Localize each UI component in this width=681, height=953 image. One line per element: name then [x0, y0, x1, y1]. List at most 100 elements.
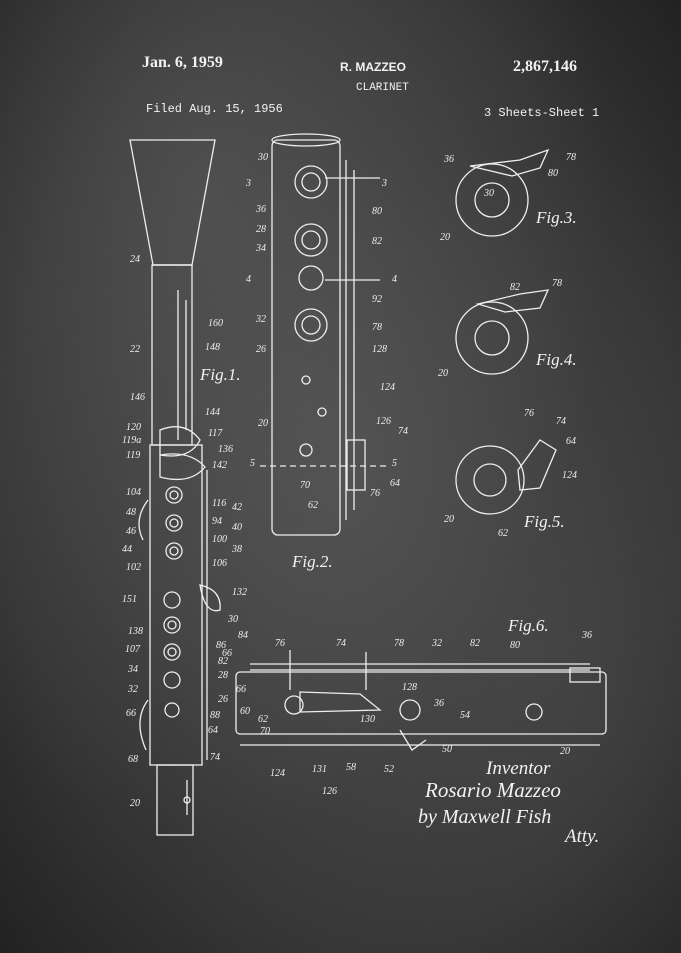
svg-text:76: 76 [524, 408, 534, 419]
svg-text:100: 100 [212, 534, 227, 545]
svg-text:74: 74 [210, 752, 220, 763]
patent-title: CLARINET [356, 82, 409, 94]
svg-text:107: 107 [125, 644, 141, 655]
attorney-abbrev: Atty. [565, 826, 600, 847]
svg-text:54: 54 [460, 710, 470, 721]
svg-text:32: 32 [431, 638, 442, 649]
svg-text:119: 119 [126, 450, 140, 461]
svg-text:5: 5 [250, 458, 255, 469]
svg-text:30: 30 [257, 152, 268, 163]
svg-text:26: 26 [218, 694, 228, 705]
svg-text:36: 36 [433, 698, 444, 709]
svg-text:132: 132 [232, 587, 247, 598]
svg-text:78: 78 [394, 638, 404, 649]
svg-text:66: 66 [126, 708, 136, 719]
svg-text:62: 62 [258, 714, 268, 725]
svg-text:82: 82 [510, 282, 520, 293]
fig4-section-drawing [455, 289, 550, 375]
svg-text:3: 3 [381, 178, 387, 189]
svg-text:5: 5 [392, 458, 397, 469]
svg-text:26: 26 [256, 344, 266, 355]
inventor-signature: Rosario Mazzeo [425, 778, 561, 802]
svg-text:58: 58 [346, 762, 356, 773]
svg-text:52: 52 [384, 764, 394, 775]
svg-text:70: 70 [300, 480, 310, 491]
svg-text:120: 120 [126, 422, 141, 433]
svg-text:66: 66 [236, 684, 246, 695]
svg-text:64: 64 [566, 436, 576, 447]
svg-text:131: 131 [312, 764, 327, 775]
svg-text:62: 62 [498, 528, 508, 539]
svg-text:78: 78 [552, 278, 562, 289]
svg-text:151: 151 [122, 594, 137, 605]
fig6-label: Fig.6. [508, 616, 549, 635]
svg-text:60: 60 [240, 706, 250, 717]
svg-text:30: 30 [483, 188, 494, 199]
svg-text:28: 28 [256, 224, 266, 235]
svg-text:104: 104 [126, 487, 141, 498]
svg-text:24: 24 [130, 254, 140, 265]
svg-text:20: 20 [258, 418, 268, 429]
svg-text:74: 74 [556, 416, 566, 427]
section-reference-numbers: 36 78 80 30 20 82 78 20 76 74 64 124 20 … [438, 152, 577, 539]
svg-text:80: 80 [510, 640, 520, 651]
svg-text:124: 124 [270, 768, 285, 779]
svg-text:76: 76 [275, 638, 285, 649]
sheet-count: 3 Sheets-Sheet 1 [484, 106, 600, 120]
svg-text:34: 34 [127, 664, 138, 675]
svg-text:44: 44 [122, 544, 132, 555]
svg-text:4: 4 [392, 274, 397, 285]
svg-text:128: 128 [402, 682, 417, 693]
svg-text:148: 148 [205, 342, 220, 353]
svg-text:124: 124 [562, 470, 577, 481]
svg-text:86: 86 [216, 640, 226, 651]
svg-text:136: 136 [218, 444, 233, 455]
svg-text:74: 74 [398, 426, 408, 437]
svg-text:36: 36 [443, 154, 454, 165]
svg-text:160: 160 [208, 318, 223, 329]
svg-text:94: 94 [212, 516, 222, 527]
svg-text:92: 92 [372, 294, 382, 305]
svg-text:28: 28 [218, 670, 228, 681]
svg-text:128: 128 [372, 344, 387, 355]
svg-text:102: 102 [126, 562, 141, 573]
svg-text:64: 64 [208, 725, 218, 736]
svg-text:142: 142 [212, 460, 227, 471]
svg-text:124: 124 [380, 382, 395, 393]
svg-text:40: 40 [232, 522, 242, 533]
svg-text:48: 48 [126, 507, 136, 518]
svg-text:84: 84 [238, 630, 248, 641]
fig5-section-drawing [455, 439, 557, 515]
svg-text:82: 82 [218, 656, 228, 667]
fig1-reference-numbers: 24 22 160 148 146 144 120 119a 119 117 1… [122, 254, 248, 809]
svg-text:22: 22 [130, 344, 140, 355]
svg-text:62: 62 [308, 500, 318, 511]
fig4-label: Fig.4. [536, 350, 577, 369]
fig2-reference-numbers: 30 3 3 36 28 34 80 82 4 4 92 32 78 26 12… [245, 152, 408, 511]
inventor-name: R. MAZZEO [340, 60, 406, 74]
svg-text:80: 80 [372, 206, 382, 217]
svg-text:76: 76 [370, 488, 380, 499]
svg-text:126: 126 [376, 416, 391, 427]
svg-text:20: 20 [438, 368, 448, 379]
fig2-joint-drawing [260, 133, 390, 536]
svg-text:119a: 119a [122, 435, 141, 446]
fig2-label: Fig.2. [292, 552, 333, 571]
svg-text:130: 130 [360, 714, 375, 725]
svg-text:116: 116 [212, 498, 226, 509]
fig1-label: Fig.1. [200, 365, 241, 384]
svg-text:138: 138 [128, 626, 143, 637]
svg-text:106: 106 [212, 558, 227, 569]
svg-text:74: 74 [336, 638, 346, 649]
svg-text:30: 30 [227, 614, 238, 625]
svg-text:36: 36 [255, 204, 266, 215]
fig6-reference-numbers: 76 74 78 32 82 80 36 66 66 128 36 54 60 … [222, 630, 592, 797]
svg-text:20: 20 [560, 746, 570, 757]
svg-text:126: 126 [322, 786, 337, 797]
svg-text:34: 34 [255, 243, 266, 254]
svg-text:70: 70 [260, 726, 270, 737]
fig3-section-drawing [455, 148, 550, 237]
fig5-label: Fig.5. [524, 512, 565, 531]
patent-number: 2,867,146 [513, 58, 577, 75]
